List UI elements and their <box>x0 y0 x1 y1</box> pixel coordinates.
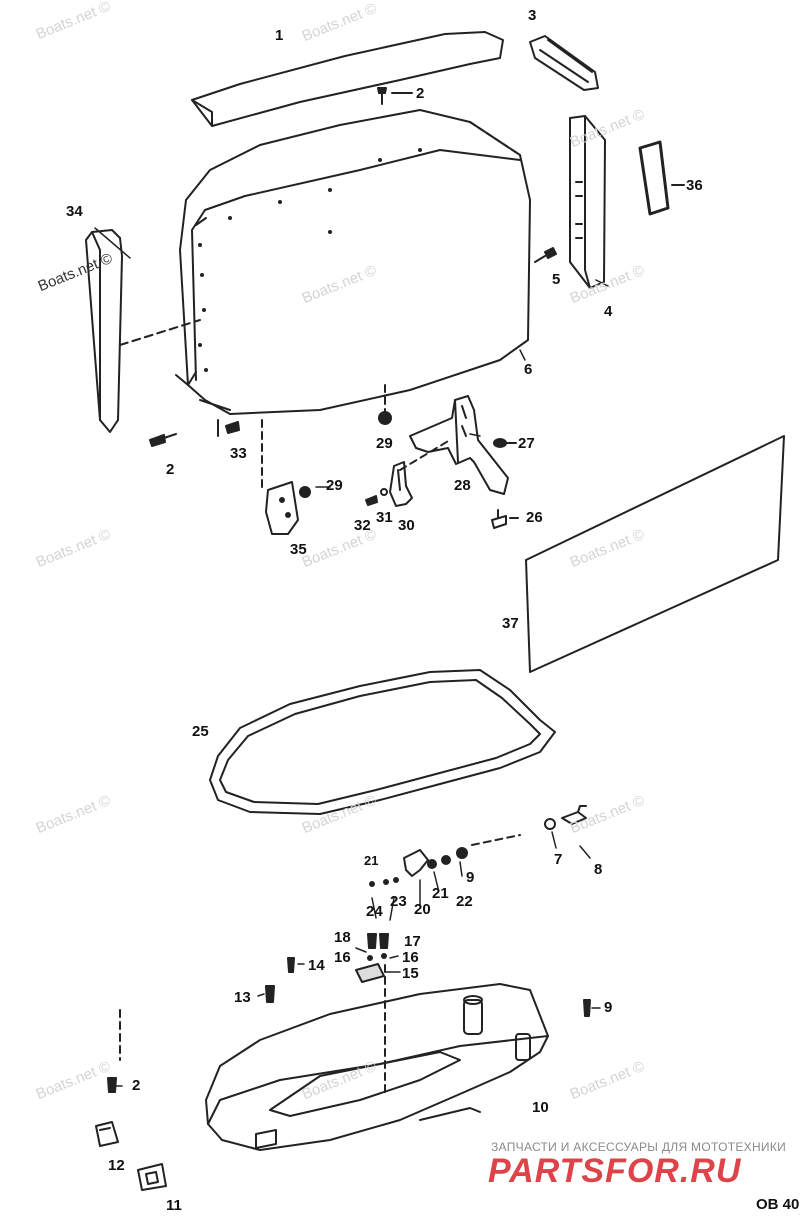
callout-9: 9 <box>466 869 475 886</box>
latch-washers <box>369 847 468 887</box>
callout-12: 12 <box>108 1157 125 1174</box>
callout-3: 3 <box>528 7 537 24</box>
callout-31: 31 <box>376 509 393 526</box>
callout-7: 7 <box>554 851 563 868</box>
callout-24: 24 <box>366 903 383 920</box>
callout-20: 20 <box>414 901 431 918</box>
callout-11: 11 <box>166 1197 182 1214</box>
callout-9: 9 <box>604 999 613 1016</box>
part-14-screw <box>287 957 295 973</box>
part-20-latch-hook <box>403 849 429 877</box>
callout-25: 25 <box>192 723 209 740</box>
callout-18: 18 <box>334 929 351 946</box>
callout-22: 22 <box>456 893 473 910</box>
part-33-screw <box>217 419 240 437</box>
partsfor-logo[interactable]: PARTSFOR.RU <box>488 1152 742 1190</box>
part-8-pin <box>561 805 587 825</box>
part-2-screw-lower <box>107 1077 117 1093</box>
callout-2: 2 <box>166 461 175 478</box>
part-7-washer <box>544 818 556 830</box>
part-15-clip <box>355 963 385 983</box>
part-29-nut <box>378 411 392 425</box>
callout-30: 30 <box>398 517 415 534</box>
part-9-screw-lower <box>583 999 591 1017</box>
part-4-side-plate <box>569 115 606 289</box>
part-37-panel <box>525 435 785 673</box>
callout-33: 33 <box>230 445 247 462</box>
callout-14: 14 <box>308 957 325 974</box>
callout-13: 13 <box>234 989 251 1006</box>
part-3-bracket <box>529 35 599 91</box>
callout-15: 15 <box>402 965 419 982</box>
callout-28: 28 <box>454 477 471 494</box>
callout-4: 4 <box>604 303 613 320</box>
diagram-code: OB 40 <box>756 1196 800 1213</box>
callout-16: 16 <box>334 949 351 966</box>
part-25-seal <box>209 669 556 815</box>
part-2-screw <box>377 87 413 105</box>
callout-37: 37 <box>502 615 519 632</box>
callout-21: 21 <box>432 885 449 902</box>
part-28-latch-bracket <box>409 395 509 495</box>
callout-17: 17 <box>404 933 421 950</box>
part-2-screw-left <box>149 433 177 447</box>
part-32-screw <box>365 495 378 506</box>
part-27-washer <box>493 438 517 448</box>
store-tagline: ЗАПЧАСТИ И АКСЕССУАРЫ ДЛЯ МОТОТЕХНИКИ <box>491 1140 787 1154</box>
callout-6: 6 <box>524 361 533 378</box>
part-10-lower-cover <box>205 983 549 1151</box>
part-11-latch <box>137 1163 167 1191</box>
callout-27: 27 <box>518 435 535 452</box>
callout-8: 8 <box>594 861 603 878</box>
callout-2: 2 <box>132 1077 141 1094</box>
callout-26: 26 <box>526 509 543 526</box>
callout-35: 35 <box>290 541 307 558</box>
part-36-pad <box>638 140 670 216</box>
callout-29: 29 <box>326 477 343 494</box>
part-5-screw <box>534 247 557 263</box>
part-6-motor-cover <box>175 109 531 415</box>
part-13-screw <box>265 985 275 1003</box>
cover-rivet-dots <box>198 148 422 372</box>
part-17-18-screws <box>367 933 389 949</box>
part-26-button <box>491 509 519 529</box>
part-31-washer <box>380 488 388 496</box>
part-30-latch <box>389 461 413 507</box>
callout-1: 1 <box>275 27 284 44</box>
callout-16: 16 <box>402 949 419 966</box>
part-1-top-trim <box>191 31 504 127</box>
callout-23: 23 <box>390 893 407 910</box>
leader-lines <box>94 227 609 1087</box>
part-16-washers <box>367 953 387 961</box>
part-12-clip <box>95 1121 119 1147</box>
part-29-nut-lower <box>299 486 311 498</box>
callout-34: 34 <box>66 203 83 220</box>
callout-32: 32 <box>354 517 371 534</box>
callout-21: 21 <box>364 853 379 868</box>
callout-10: 10 <box>532 1099 549 1116</box>
callout-29: 29 <box>376 435 393 452</box>
callout-5: 5 <box>552 271 561 288</box>
callout-2: 2 <box>416 85 425 102</box>
part-35-plate <box>265 481 299 535</box>
callout-36: 36 <box>686 177 703 194</box>
